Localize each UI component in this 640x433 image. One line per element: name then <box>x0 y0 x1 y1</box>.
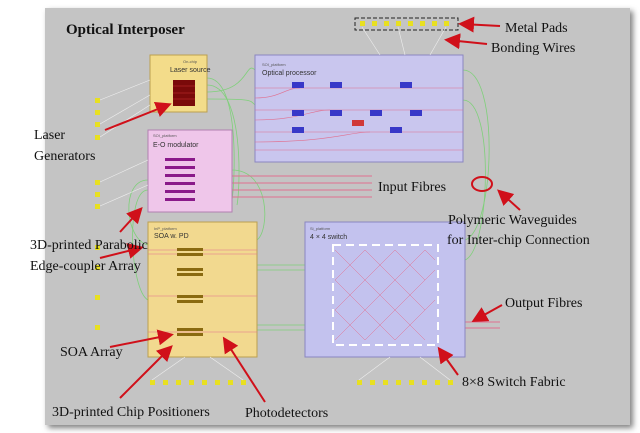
label-output-fibres: Output Fibres <box>505 296 582 311</box>
input-fibres <box>232 175 372 198</box>
switch-fabric-highlight <box>332 244 439 346</box>
output-fibres <box>465 321 500 329</box>
polymeric-waveguide-loop <box>471 176 493 192</box>
metal-pads <box>95 17 459 385</box>
laser-platform-label: On-chip <box>183 59 198 64</box>
label-bonding-wires: Bonding Wires <box>491 41 575 56</box>
polymeric-waveguides <box>128 67 490 331</box>
label-input-fibres: Input Fibres <box>378 180 446 195</box>
soa-name-label: SOA w. PD <box>154 233 189 240</box>
interposer-title: Optical Interposer <box>66 22 185 38</box>
soa-platform-label: InP_platform <box>154 226 177 231</box>
label-switch-fabric: 8×8 Switch Fabric <box>462 375 566 390</box>
switch-chip: Si_platform 4 × 4 switch <box>304 221 466 358</box>
laser-name-label: Laser source <box>170 67 211 74</box>
label-soa-array: SOA Array <box>60 345 123 360</box>
bonding-wires <box>99 26 451 381</box>
switch-platform-label: Si_platform <box>310 226 331 231</box>
label-chip-positioners: 3D-printed Chip Positioners <box>52 405 210 420</box>
optical-processor-chip: SOI_platform Optical processor <box>254 54 464 163</box>
modulator-name-label: E-O modulator <box>153 142 199 149</box>
label-edge-coupler-1: 3D-printed Parabolic <box>30 238 148 253</box>
label-metal-pads: Metal Pads <box>505 21 568 36</box>
label-polymeric-2: for Inter-chip Connection <box>447 233 590 248</box>
switch-name-label: 4 × 4 switch <box>310 234 347 241</box>
label-polymeric-1: Polymeric Waveguides <box>448 213 577 228</box>
laser-source-chip: On-chip Laser source <box>149 54 211 113</box>
modulator-platform-label: SOI_platform <box>153 133 177 138</box>
processor-platform-label: SOI_platform <box>262 62 286 67</box>
annotation-arrows <box>99 16 521 403</box>
label-edge-coupler-2: Edge-coupler Array <box>30 259 141 274</box>
label-laser-generators-1: Laser <box>34 128 65 143</box>
label-photodetectors: Photodetectors <box>245 406 328 421</box>
label-laser-generators-2: Generators <box>34 149 95 164</box>
annotation-labels: Metal Pads Bonding Wires Laser Generator… <box>30 21 590 421</box>
eo-modulator-chip: SOI_platform E-O modulator <box>147 129 233 213</box>
processor-name-label: Optical processor <box>262 70 317 77</box>
